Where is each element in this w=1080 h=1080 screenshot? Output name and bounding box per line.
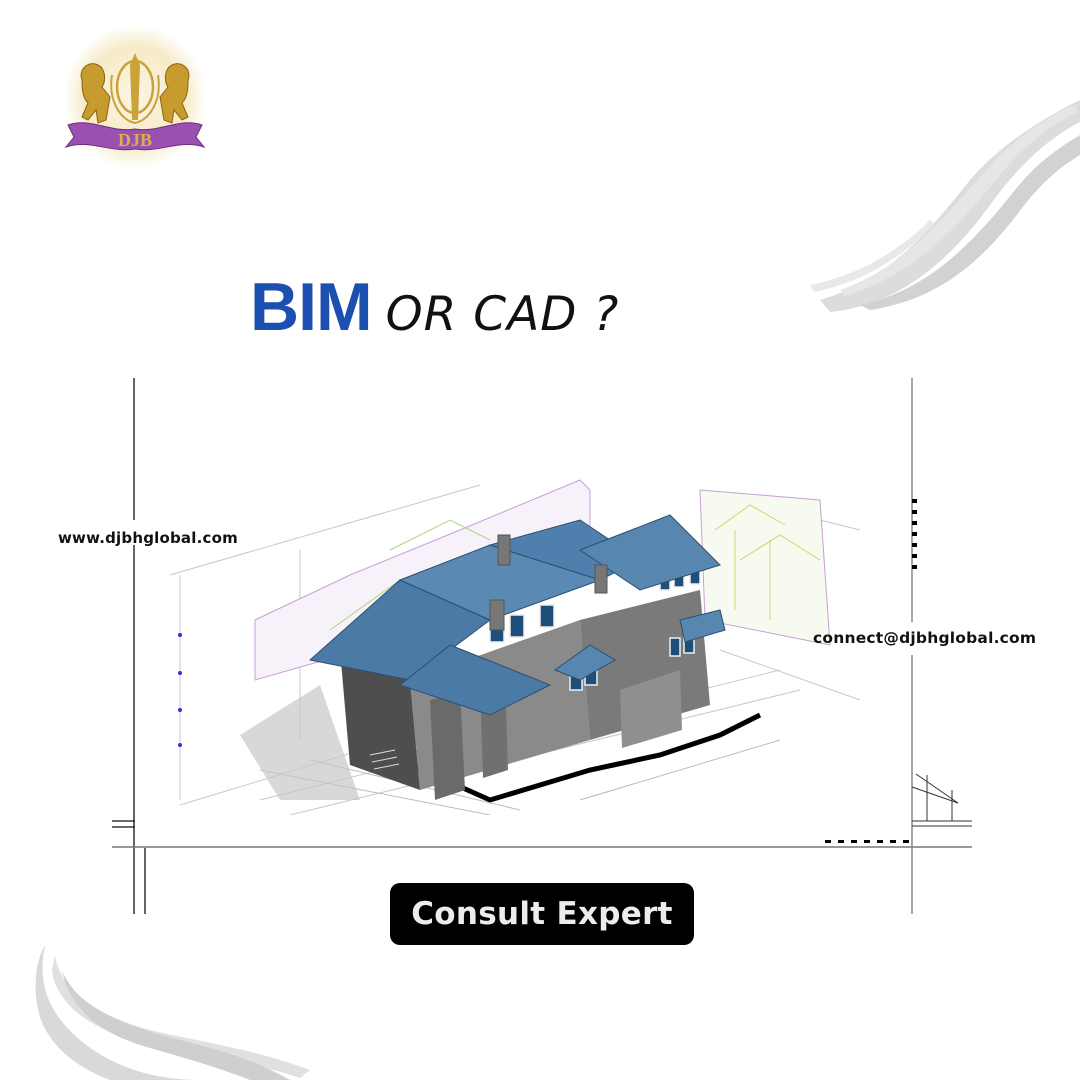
svg-text:DJB: DJB [118, 130, 152, 150]
email-link[interactable]: connect@djbhglobal.com [813, 629, 1037, 647]
brush-stroke-bottom-left-icon [35, 945, 310, 1080]
website-link[interactable]: www.djbhglobal.com [58, 529, 238, 547]
bim-house-illustration [169, 479, 861, 815]
brush-stroke-top-right-icon [810, 100, 1080, 312]
headline-secondary: OR CAD ? [385, 287, 620, 342]
consult-expert-button[interactable]: Consult Expert [390, 883, 694, 945]
headline-primary: BIM [250, 269, 373, 345]
crest-with-lions-icon: DJB [63, 25, 207, 169]
djb-logo: DJB [60, 25, 210, 173]
